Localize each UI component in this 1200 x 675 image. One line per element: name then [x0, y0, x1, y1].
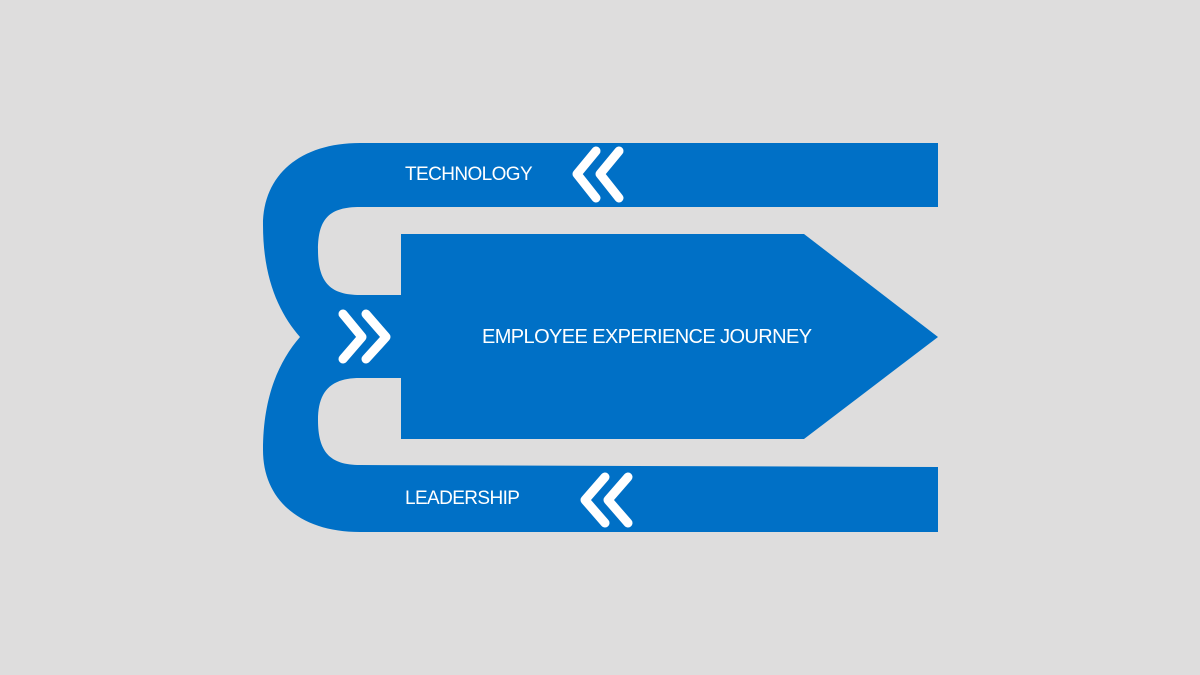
double-chevron-left-icon: [572, 146, 624, 203]
connector-joint: [395, 295, 405, 378]
lane-label-leadership: LEADERSHIP: [405, 488, 520, 509]
center-arrow-shape: [401, 234, 938, 439]
double-chevron-left-icon: [580, 472, 633, 528]
diagram-title: EMPLOYEE EXPERIENCE JOURNEY: [482, 326, 812, 348]
double-chevron-right-icon: [338, 309, 391, 364]
lane-label-technology: TECHNOLOGY: [405, 164, 533, 185]
